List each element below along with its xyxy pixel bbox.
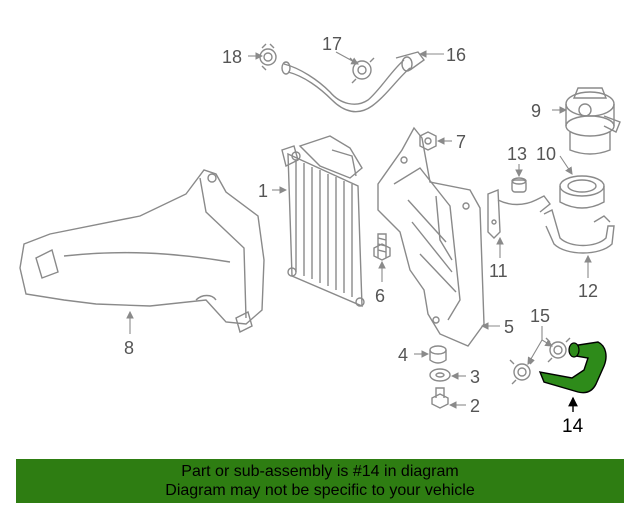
callout-11: 11 [489, 261, 508, 281]
part-18-clamp [259, 43, 277, 71]
callout-labels: 18 17 16 9 13 10 7 1 6 11 12 8 5 15 4 3 … [124, 34, 598, 437]
part-6-bolt [373, 233, 391, 261]
part-3-washer [429, 368, 451, 382]
callout-5: 5 [504, 317, 514, 337]
part-9-pump [565, 87, 621, 155]
leader-lines [126, 50, 592, 409]
callout-9: 9 [531, 101, 541, 121]
callout-3: 3 [470, 367, 480, 387]
banner-line-disclaimer: Diagram may not be specific to your vehi… [165, 482, 475, 499]
part-8-reservoir [19, 169, 265, 334]
part-11-bracket [487, 188, 551, 239]
callout-14: 14 [562, 416, 584, 437]
banner-line-part: Part or sub-assembly is #14 in diagram [181, 463, 459, 480]
callout-17: 17 [322, 34, 342, 54]
part-1-radiator [281, 135, 365, 308]
callout-15: 15 [530, 306, 550, 326]
callout-8: 8 [124, 338, 134, 358]
callout-13: 13 [507, 144, 527, 164]
part-2-bolt [431, 387, 449, 409]
exploded-parts-diagram: 18 17 16 9 13 10 7 1 6 11 12 8 5 15 4 3 … [19, 34, 621, 437]
callout-10: 10 [536, 144, 556, 164]
callout-18: 18 [222, 47, 242, 67]
part-12-bracket [543, 208, 615, 254]
callout-2: 2 [470, 396, 480, 416]
callout-16: 16 [446, 45, 466, 65]
callout-1: 1 [258, 181, 268, 201]
callout-12: 12 [578, 281, 598, 301]
part-10-grommet [559, 175, 605, 209]
callout-6: 6 [375, 286, 385, 306]
info-banner: Part or sub-assembly is #14 in diagram D… [16, 459, 624, 503]
part-14-hose-highlighted [538, 341, 607, 412]
part-7-nut [419, 131, 437, 151]
part-13-bushing [511, 177, 527, 193]
callout-7: 7 [456, 132, 466, 152]
part-5-bracket [377, 126, 485, 347]
callout-4: 4 [398, 345, 408, 365]
part-4-grommet [429, 345, 447, 364]
